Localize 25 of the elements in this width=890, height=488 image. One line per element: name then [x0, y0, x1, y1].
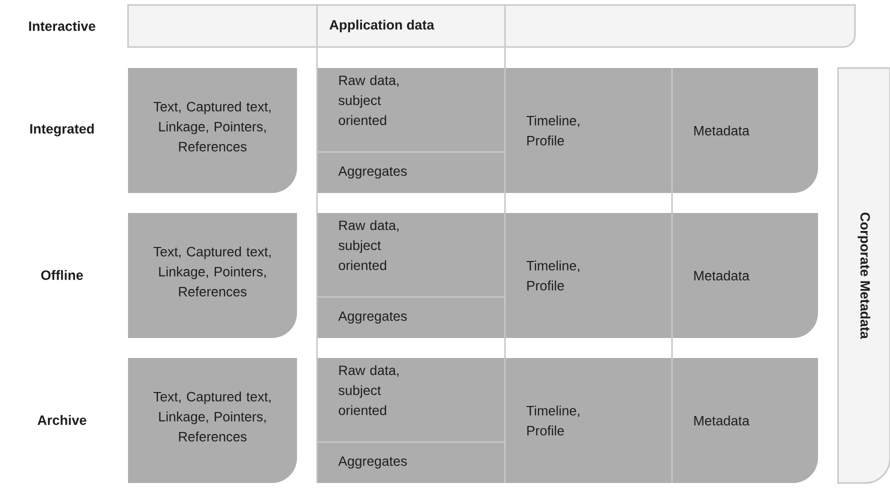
table-cell: Raw data, subject oriented [338, 220, 399, 270]
data-panel [317, 68, 818, 193]
data-panel [317, 213, 818, 338]
header-band [127, 4, 856, 48]
table-cell: Metadata [694, 416, 750, 426]
table-cell: Metadata [694, 126, 750, 136]
table-cell: Aggregates [338, 311, 407, 324]
table-cell: Aggregates [338, 166, 407, 179]
text-box: Text, Captured text, Linkage, Pointers, References [128, 213, 297, 338]
table-cell: Timeline, Profile [526, 116, 580, 146]
table-cell: Raw data, subject oriented [338, 75, 399, 126]
row-label: Integrated [30, 124, 94, 136]
table-cell: Metadata [694, 270, 750, 280]
table-cell: Timeline, Profile [526, 260, 580, 290]
table-cell: Application data [330, 20, 434, 32]
row-label: Archive [38, 415, 86, 425]
table-cell: Aggregates [338, 456, 407, 469]
table-cell: Raw data, subject oriented [338, 365, 399, 416]
row-label: Offline [41, 270, 83, 280]
side-band: Corporate Metadata [837, 67, 890, 484]
text-box: Text, Captured text, Linkage, Pointers, References [128, 358, 297, 483]
table-cell: Timeline, Profile [526, 406, 580, 436]
row-label: Interactive [29, 21, 96, 31]
text-box: Text, Captured text, Linkage, Pointers, References [128, 68, 297, 193]
data-panel [317, 358, 818, 483]
